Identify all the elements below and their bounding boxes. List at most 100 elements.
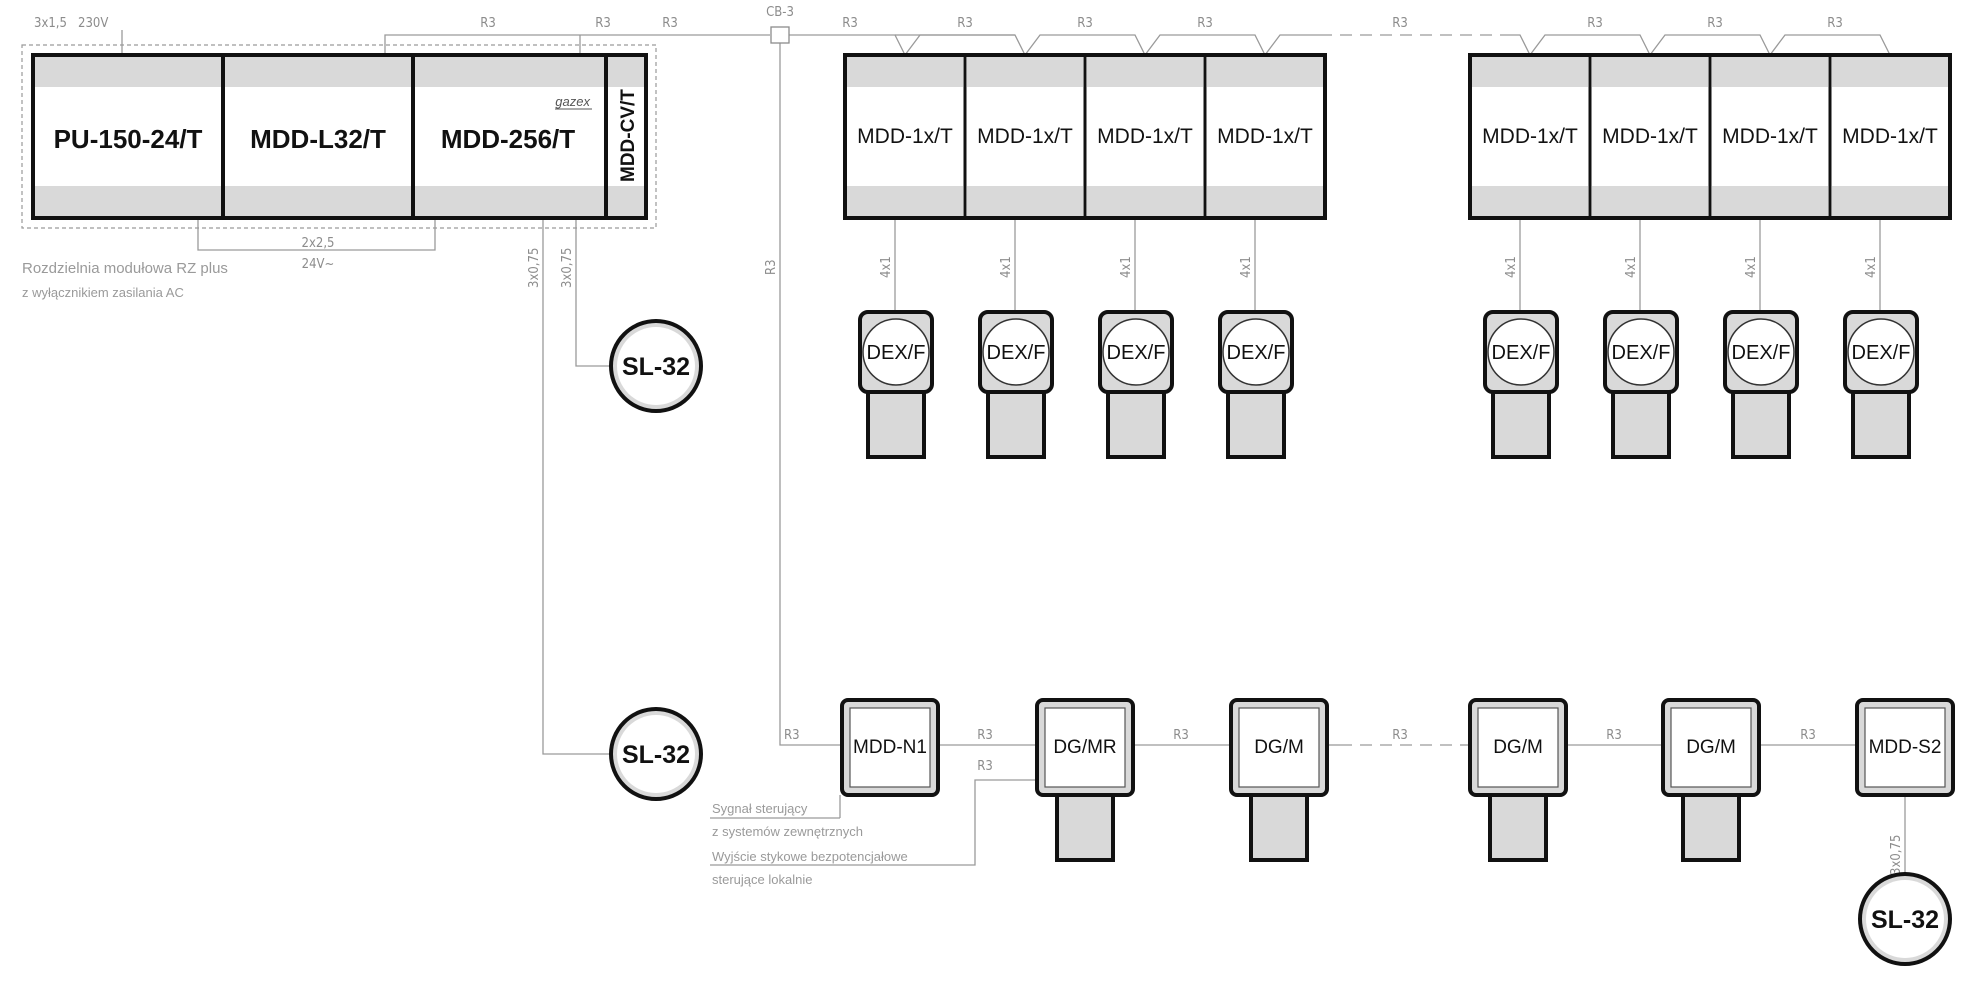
module-band-top [1087, 57, 1203, 87]
detector-cable-label-2: 4x1 [999, 256, 1014, 278]
internal-power-wire [197, 218, 436, 251]
detector-dexf: DEX/F [858, 310, 934, 459]
detector-label-8: DEX/F [1852, 342, 1911, 364]
module-band-bottom [967, 186, 1083, 216]
device-label-mdd-s2: MDD-S2 [1869, 737, 1942, 758]
device-face [1864, 707, 1946, 788]
device-mdd-n1: MDD-N1 [840, 698, 940, 797]
cabinet: PU-150-24/T MDD-L32/T MDD-256/T gazex MD… [21, 44, 657, 300]
device-body [1488, 793, 1548, 862]
module-band-top [608, 57, 644, 87]
detectors: DEX/F DEX/F DEX/F DEX/F DEX/F [858, 310, 1919, 459]
cabinet-caption-line2: z wyłącznikiem zasilania AC [22, 285, 184, 300]
detector-dexf: DEX/F [1603, 310, 1679, 459]
detector-label-5: DEX/F [1492, 342, 1551, 364]
module-band-bottom [415, 186, 604, 216]
detector-body [986, 390, 1046, 459]
top-module-label-3: MDD-1x/T [1097, 125, 1193, 148]
bus-wire-top-5 [1264, 34, 1320, 56]
device-dg-m: DG/M [1468, 698, 1568, 862]
bus-label-bottom-1: R3 [977, 728, 993, 743]
cable-label-siren-top: 3x0,75 [560, 248, 575, 288]
siren-sl32: SL-32 [609, 319, 703, 413]
module-label-pu150: PU-150-24/T [54, 124, 203, 154]
module-band-top [1832, 57, 1948, 87]
detector-label-1: DEX/F [867, 342, 926, 364]
detector-cable-label-6: 4x1 [1624, 256, 1639, 278]
device-face [1238, 707, 1320, 788]
module-band-bottom [1712, 186, 1828, 216]
signal-note-line2: z systemów zewnętrznych [712, 824, 863, 839]
module-band-top [967, 57, 1083, 87]
detector-dexf: DEX/F [1483, 310, 1559, 459]
detector-body [1851, 390, 1911, 459]
device-dg-m: DG/M [1229, 698, 1329, 862]
bus-label-bottom-0: R3 [784, 728, 800, 743]
top-module: MDD-1x/T [1592, 55, 1712, 218]
bus-wire-top-7 [1529, 34, 1651, 56]
device-face [849, 707, 931, 788]
detector-cable-label-5: 4x1 [1504, 256, 1519, 278]
detector-body [1611, 390, 1671, 459]
module-band-bottom [847, 186, 963, 216]
supply-voltage-label: 230V [78, 16, 108, 31]
internal-cable-label: 2x2,5 [302, 236, 335, 251]
device-label-mdd-n1: MDD-N1 [853, 737, 927, 758]
bus-label-top-7: R3 [1707, 16, 1723, 31]
top-module-label-1: MDD-1x/T [857, 125, 953, 148]
detector-body [866, 390, 926, 459]
top-module: MDD-1x/T [1472, 55, 1592, 218]
supply-cable-label: 3x1,5 [34, 16, 67, 31]
bus-label-bottom-5: R3 [1800, 728, 1816, 743]
bus-label-top-6: R3 [1587, 16, 1603, 31]
bus-wire-top-4 [1144, 34, 1266, 56]
junction-box-cb3 [770, 26, 790, 44]
siren-label-bottom: SL-32 [622, 741, 690, 769]
bus-label-bottom-4: R3 [1606, 728, 1622, 743]
module-label-mdd-cv: MDD-CV/T [618, 89, 639, 182]
device-face [1044, 707, 1126, 788]
module-band-bottom [1472, 186, 1588, 216]
output-note-line2: sterujące lokalnie [712, 872, 812, 887]
bus-wire-top-6 [1510, 34, 1531, 56]
detector-dexf: DEX/F [1218, 310, 1294, 459]
detector-face [862, 318, 930, 386]
module-band-top [225, 57, 411, 87]
device-body [1681, 793, 1741, 862]
device-dg-mr: DG/MR [1035, 698, 1135, 862]
top-module-group-1: MDD-1x/T MDD-1x/T MDD-1x/T MDD-1x/T [843, 53, 1327, 220]
module-label-mdd-l32: MDD-L32/T [250, 124, 386, 154]
top-module: MDD-1x/T [1832, 57, 1948, 216]
device-face [1477, 707, 1559, 788]
bus-label-cabinet-1: R3 [480, 16, 496, 31]
top-module-label-2: MDD-1x/T [977, 125, 1073, 148]
detector-body [1491, 390, 1551, 459]
module-band-bottom [1207, 186, 1323, 216]
bus-wire-top-1 [785, 34, 906, 56]
bus-label-top-5: R3 [1392, 16, 1408, 31]
bus-wire-top-8 [1649, 34, 1771, 56]
cabinet-caption-line1: Rozdzielnia modułowa RZ plus [22, 260, 228, 277]
top-module-label-4: MDD-1x/T [1217, 125, 1313, 148]
detector-cable-label-1: 4x1 [879, 256, 894, 278]
bus-label-bottom-3: R3 [1392, 728, 1408, 743]
device-body [1249, 793, 1309, 862]
siren-label-top: SL-32 [622, 353, 690, 381]
detector-cable-label-4: 4x1 [1239, 256, 1254, 278]
bus-label-top-3: R3 [1077, 16, 1093, 31]
module-band-top [1207, 57, 1323, 87]
module-band-top [847, 57, 963, 87]
device-label-dg-m-3: DG/M [1686, 737, 1736, 758]
detector-label-3: DEX/F [1107, 342, 1166, 364]
detector-body [1731, 390, 1791, 459]
detector-face [1727, 318, 1795, 386]
bus-label-top-2: R3 [957, 16, 973, 31]
siren-sl32: SL-32 [609, 707, 703, 801]
module-band-bottom [1087, 186, 1203, 216]
top-module: MDD-1x/T [1712, 55, 1832, 218]
detector-label-4: DEX/F [1227, 342, 1286, 364]
top-module-label-7: MDD-1x/T [1722, 125, 1818, 148]
detector-dexf: DEX/F [1723, 310, 1799, 459]
top-module-label-6: MDD-1x/T [1602, 125, 1698, 148]
detector-label-7: DEX/F [1732, 342, 1791, 364]
